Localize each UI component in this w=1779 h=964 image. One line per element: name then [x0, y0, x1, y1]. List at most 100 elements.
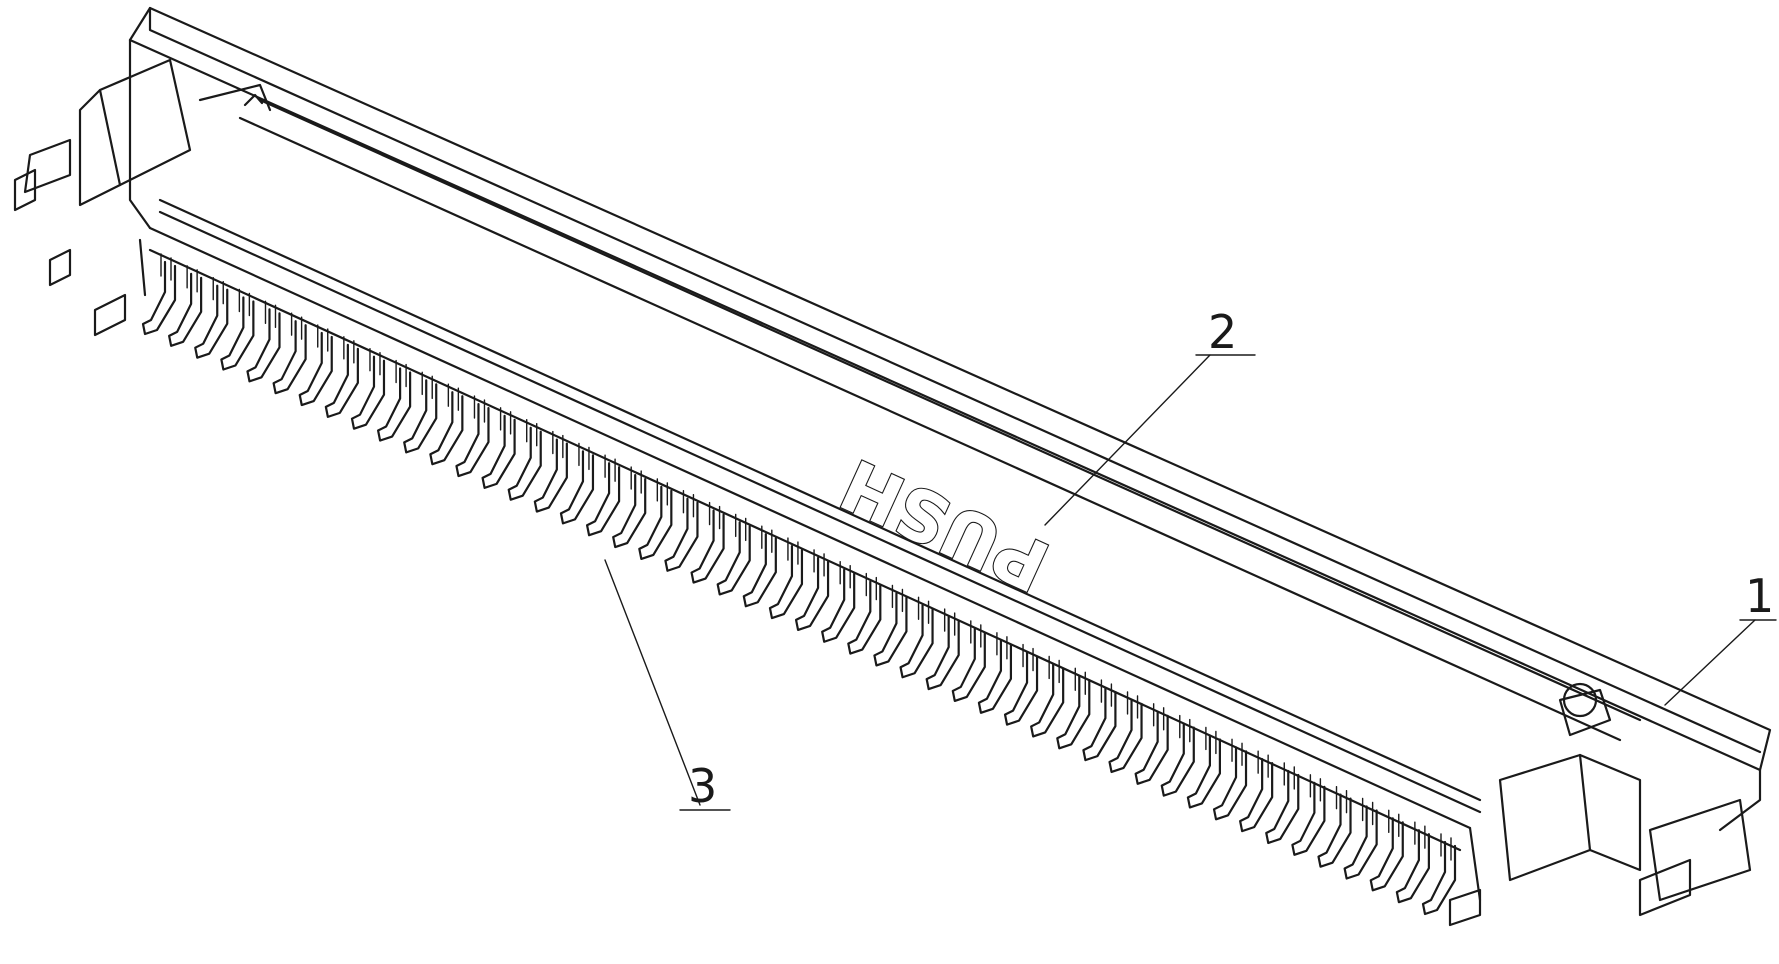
terminal-pin — [742, 533, 777, 608]
terminal-slot — [1361, 797, 1374, 826]
terminal-slot — [1100, 679, 1113, 707]
terminal-pin — [481, 414, 516, 489]
terminal-slot — [552, 430, 564, 459]
terminal-pin — [1030, 663, 1065, 738]
terminal-slot — [238, 288, 251, 317]
terminal-slot — [1257, 750, 1269, 778]
terminal-pin — [1056, 675, 1091, 750]
terminal-slot — [317, 324, 329, 352]
terminal-slot — [1126, 691, 1139, 719]
right-latch — [1448, 682, 1752, 927]
terminal-pin — [1003, 651, 1039, 726]
terminal-pin — [899, 604, 934, 679]
terminal-slot — [369, 347, 381, 376]
terminal-pin — [1186, 734, 1221, 809]
terminal-pin — [794, 556, 830, 632]
callout-1: 1 — [1664, 569, 1777, 706]
terminal-slot — [1231, 738, 1243, 767]
terminal-slot — [787, 537, 799, 565]
terminal-slot — [1152, 703, 1165, 731]
connector-housing — [128, 6, 1772, 902]
terminal-slot — [499, 407, 512, 435]
terminal-row — [141, 253, 1457, 916]
terminal-pin — [690, 509, 725, 584]
terminal-pin — [194, 284, 229, 359]
terminal-pin — [272, 320, 307, 395]
terminal-slot — [421, 371, 433, 400]
terminal-pin — [1343, 805, 1378, 880]
terminal-slot — [761, 525, 773, 553]
terminal-slot — [630, 466, 642, 494]
terminal-pin — [220, 296, 255, 371]
terminal-pin — [559, 450, 595, 525]
terminal-slot — [447, 383, 460, 411]
callout-label-3: 3 — [688, 759, 717, 813]
terminal-pin — [768, 544, 804, 620]
callout-3: 3 — [604, 559, 731, 813]
terminal-pin — [1108, 698, 1143, 774]
terminal-slot — [212, 276, 224, 305]
terminal-pin — [455, 402, 490, 478]
callout-label-2: 2 — [1208, 305, 1237, 359]
terminal-slot — [578, 442, 590, 471]
terminal-slot — [970, 620, 982, 648]
terminal-pin — [585, 462, 621, 537]
terminal-pin — [1317, 793, 1352, 868]
terminal-pin — [1239, 758, 1274, 833]
terminal-slot — [1440, 833, 1452, 861]
terminal-slot — [1048, 655, 1060, 684]
terminal-pin — [1212, 746, 1248, 821]
terminal-pin — [1134, 710, 1169, 785]
terminal-slot — [1414, 821, 1426, 849]
terminal-slot — [1283, 762, 1295, 790]
terminal-slot — [734, 513, 747, 542]
terminal-slot — [682, 490, 695, 518]
callout-2: 2 — [1044, 305, 1256, 526]
terminal-pin — [1160, 722, 1195, 797]
terminal-pin — [664, 497, 699, 572]
terminal-slot — [865, 572, 878, 601]
terminal-pin — [638, 485, 673, 560]
terminal-slot — [290, 312, 303, 340]
terminal-pin — [716, 521, 751, 596]
terminal-pin — [873, 592, 908, 667]
terminal-pin — [168, 272, 203, 347]
terminal-pin — [1369, 817, 1404, 892]
terminal-pin — [324, 343, 359, 418]
terminal-pin — [1395, 829, 1430, 904]
terminal-slot — [1388, 809, 1400, 838]
terminal-slot — [160, 253, 172, 281]
terminal-pin — [951, 627, 986, 703]
terminal-slot — [656, 478, 669, 506]
terminal-slot — [943, 608, 956, 636]
terminal-pin — [350, 355, 386, 430]
terminal-slot — [1179, 714, 1191, 743]
terminal-pin — [1265, 769, 1300, 845]
terminal-slot — [473, 395, 486, 423]
terminal-pin — [377, 367, 412, 442]
terminal-pin — [533, 438, 568, 513]
left-latch — [13, 58, 272, 337]
terminal-slot — [526, 419, 538, 447]
terminal-slot — [395, 359, 407, 388]
terminal-slot — [891, 584, 904, 613]
terminal-slot — [996, 632, 1008, 660]
terminal-slot — [186, 265, 198, 293]
terminal-slot — [1309, 774, 1322, 802]
terminal-slot — [1074, 667, 1086, 695]
terminal-pin — [612, 473, 647, 549]
terminal-slot — [1335, 785, 1348, 814]
terminal-pin — [429, 391, 464, 466]
terminal-pin — [1291, 781, 1326, 856]
terminal-pin — [141, 260, 177, 336]
push-emboss: PUSH — [829, 443, 1061, 608]
terminal-slot — [343, 336, 355, 364]
terminal-slot — [813, 549, 825, 577]
terminal-pin — [847, 580, 882, 655]
terminal-slot — [917, 596, 930, 624]
terminal-pin — [403, 379, 438, 454]
terminal-pin — [507, 426, 542, 501]
terminal-slot — [604, 454, 616, 482]
actuator-plate — [158, 98, 1642, 814]
